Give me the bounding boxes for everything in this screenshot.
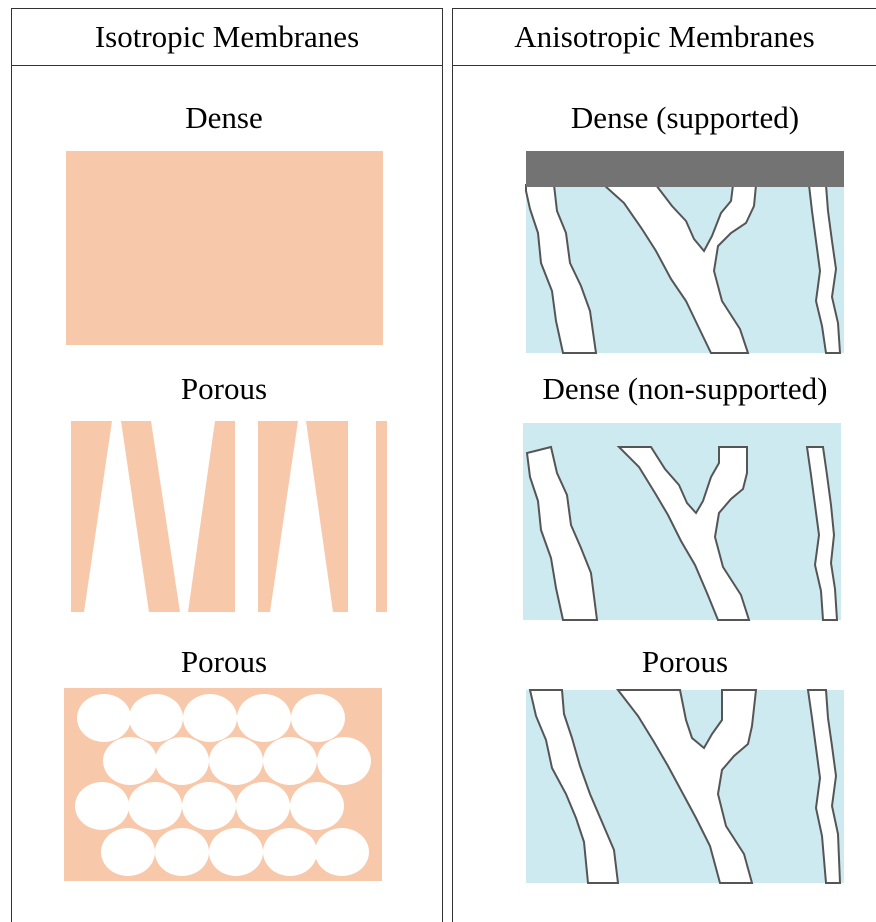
anisotropic-porous-diagram xyxy=(526,690,844,883)
isotropic-porous-straight-label: Porous xyxy=(66,371,382,407)
solid-strip-6 xyxy=(376,421,387,612)
sphere-pore xyxy=(75,782,129,830)
anisotropic-dense-nonsupported-label: Dense (non-supported) xyxy=(510,371,860,407)
anisotropic-dense-nonsupported-diagram xyxy=(523,423,841,620)
solid-strip-1 xyxy=(71,421,112,612)
sphere-pore xyxy=(263,828,317,876)
anisotropic-dense-supported-label: Dense (supported) xyxy=(510,100,860,136)
sphere-pore xyxy=(155,737,209,785)
sphere-pore xyxy=(291,694,345,742)
sphere-pore xyxy=(129,694,183,742)
sphere-pore xyxy=(317,737,371,785)
isotropic-porous-spheres-label: Porous xyxy=(66,644,382,680)
solid-strip-2 xyxy=(121,421,180,612)
sphere-pore xyxy=(315,828,369,876)
sphere-pore xyxy=(209,828,263,876)
isotropic-porous-spheres-diagram xyxy=(64,688,382,881)
anisotropic-header: Anisotropic Membranes xyxy=(453,9,876,66)
sphere-pore xyxy=(237,694,291,742)
dense-block xyxy=(66,151,383,345)
isotropic-dense-diagram xyxy=(66,151,383,345)
anisotropic-porous-label: Porous xyxy=(510,644,860,680)
sphere-pore xyxy=(128,782,182,830)
sphere-pore xyxy=(236,782,290,830)
sphere-pore xyxy=(263,737,317,785)
solid-strip-3 xyxy=(188,421,235,612)
isotropic-porous-taper-diagram xyxy=(66,421,390,613)
anisotropic-dense-supported-diagram xyxy=(526,151,844,353)
sphere-pore xyxy=(77,694,131,742)
isotropic-dense-label: Dense xyxy=(66,100,382,136)
isotropic-header: Isotropic Membranes xyxy=(12,9,442,66)
sphere-pore xyxy=(290,782,344,830)
sphere-pore xyxy=(101,828,155,876)
sphere-pore xyxy=(209,737,263,785)
sphere-pore xyxy=(183,694,237,742)
sphere-pore xyxy=(182,782,236,830)
sphere-pore xyxy=(155,828,209,876)
solid-strip-5 xyxy=(306,421,348,612)
sphere-pore xyxy=(103,737,157,785)
solid-strip-4 xyxy=(258,421,298,612)
dense-top-layer xyxy=(526,151,844,187)
